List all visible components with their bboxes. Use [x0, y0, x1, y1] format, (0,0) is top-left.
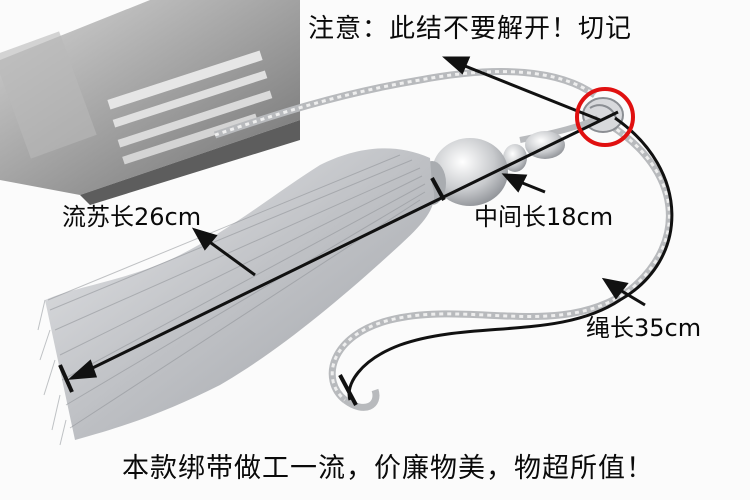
bottom-caption: 本款绑带做工一流，价廉物美，物超所值！ — [122, 453, 654, 484]
tassel-length-label: 流苏长26cm — [62, 203, 202, 231]
rope-length-label: 绳长35cm — [586, 314, 702, 342]
middle-length-label: 中间长18cm — [474, 203, 614, 231]
measure-lines — [58, 56, 674, 406]
background-package — [0, 0, 300, 205]
knot-highlight-circle — [575, 87, 635, 147]
rope — [213, 68, 673, 411]
tassel-head — [418, 115, 600, 206]
knot-warning-label: 注意：此结不要解开！切记 — [308, 14, 633, 44]
